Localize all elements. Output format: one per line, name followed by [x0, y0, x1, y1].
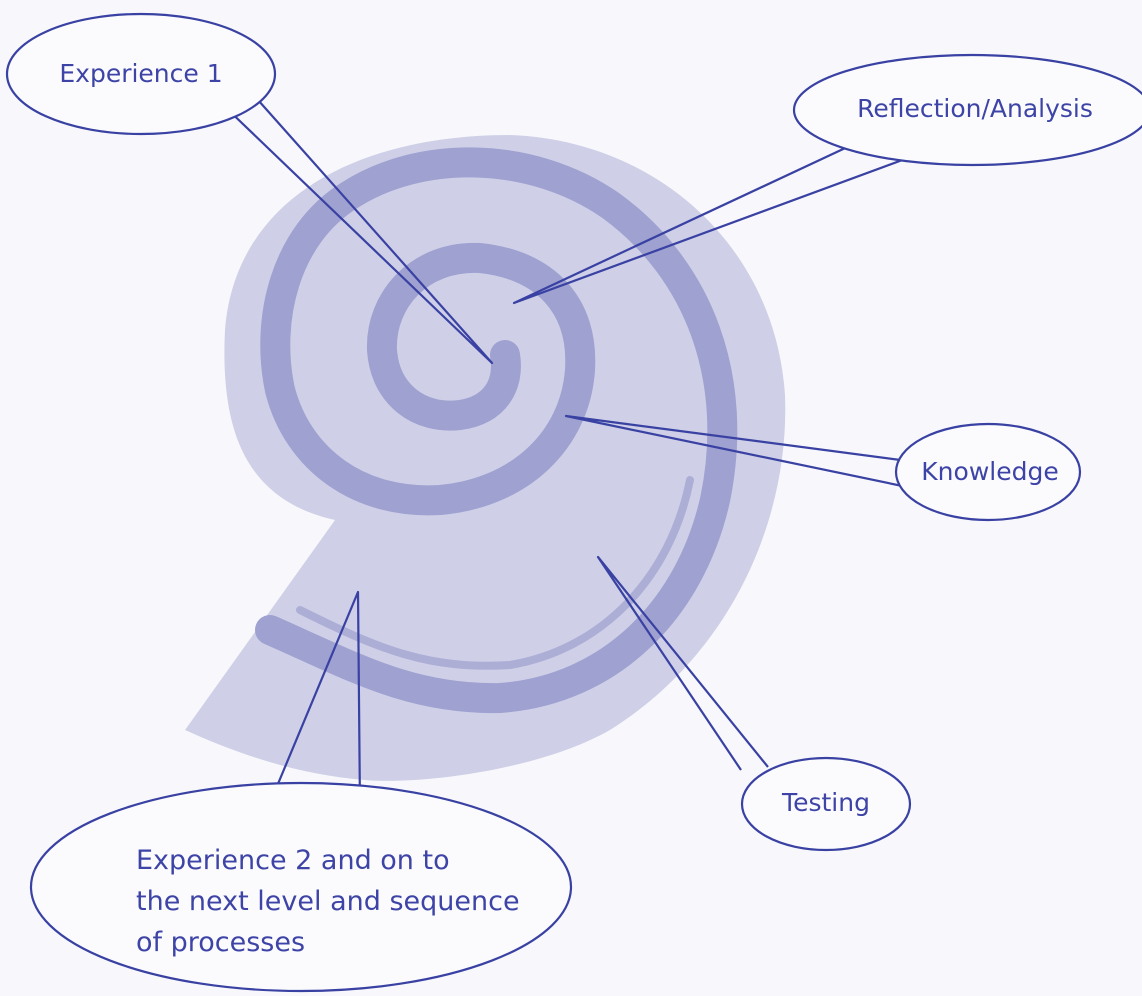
shell-shape	[185, 135, 786, 781]
knowledge-leader	[564, 414, 913, 490]
experience-2-line-1: Experience 2 and on to	[136, 845, 450, 876]
spiral-path-detail	[296, 476, 694, 670]
callout-leaders	[219, 99, 917, 809]
reflection-analysis-label: Reflection/Analysis	[857, 94, 1093, 123]
callout-testing: Testing	[740, 756, 912, 852]
experience-1-leader	[219, 99, 494, 365]
spiral-path-main	[255, 147, 738, 714]
spiral-band	[255, 147, 738, 714]
shell-fill	[185, 135, 786, 781]
callout-knowledge: Knowledge	[894, 422, 1082, 522]
callout-reflection-analysis: Reflection/Analysis	[792, 53, 1142, 167]
experience-2-bubble	[29, 781, 573, 993]
testing-leader	[596, 555, 769, 771]
callout-experience-1: Experience 1	[5, 12, 277, 136]
experience-2-line-3: of processes	[136, 927, 305, 958]
experience-1-bubble	[5, 12, 277, 136]
knowledge-label: Knowledge	[921, 457, 1058, 486]
experience-2-line-2: the next level and sequence	[136, 886, 520, 917]
reflection-analysis-leader	[512, 142, 917, 305]
knowledge-bubble	[894, 422, 1082, 522]
callout-experience-2: Experience 2 and on to the next level an…	[29, 781, 573, 993]
experience-1-label: Experience 1	[59, 59, 222, 88]
testing-bubble	[740, 756, 912, 852]
experience-2-leader	[268, 590, 362, 809]
reflection-analysis-bubble	[792, 53, 1142, 167]
testing-label: Testing	[781, 788, 870, 817]
